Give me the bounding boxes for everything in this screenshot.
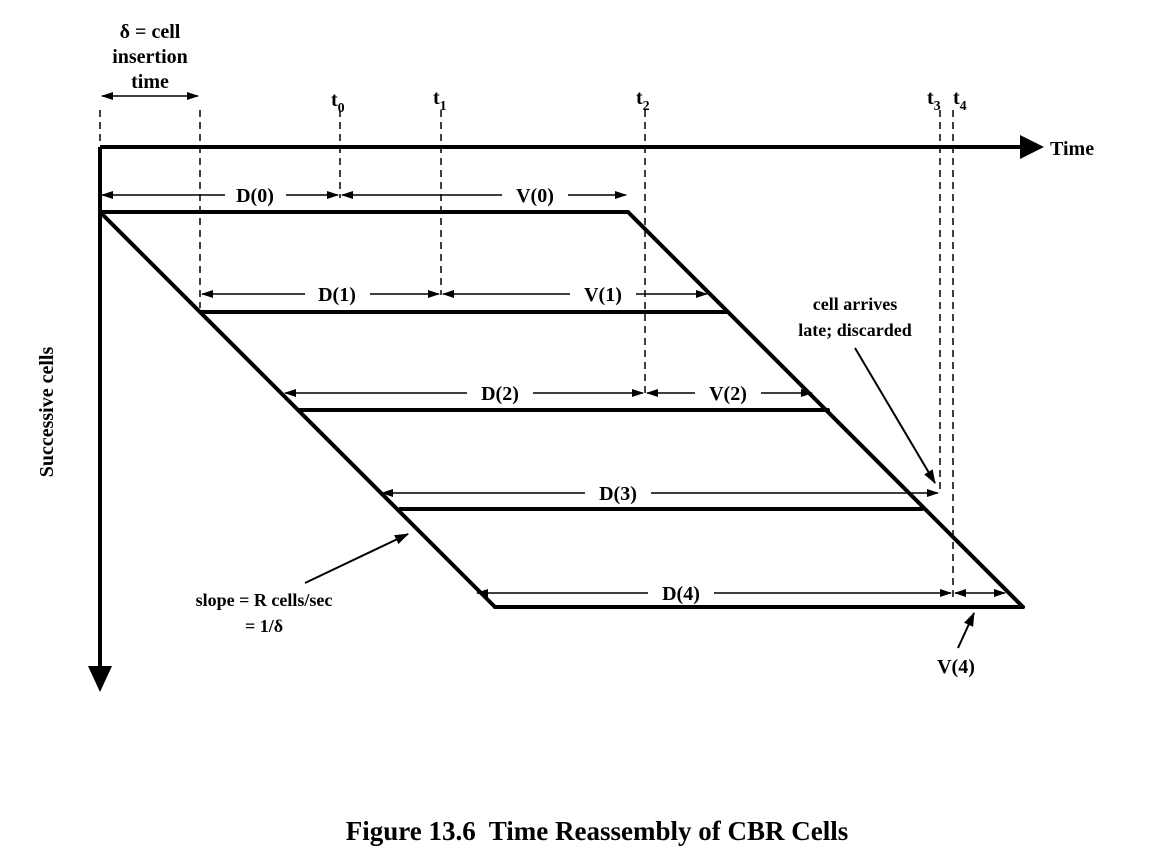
label-d2: D(2)	[481, 383, 519, 405]
time-mark-t3: t3	[927, 87, 941, 114]
label-d0: D(0)	[236, 185, 274, 207]
label-d4: D(4)	[662, 583, 700, 605]
slope-note-line1: slope = R cells/sec	[196, 590, 333, 610]
v4-note-pointer	[957, 612, 975, 649]
time-axis-arrowhead	[1020, 135, 1044, 159]
label-v2: V(2)	[709, 383, 747, 405]
cells-axis-arrowhead	[88, 666, 112, 692]
time-mark-t4: t4	[953, 87, 967, 114]
slope-note-pointer	[304, 533, 409, 584]
interval-arrows	[101, 92, 1006, 597]
reference-lines	[99, 110, 954, 598]
pointer-arrows	[304, 347, 975, 649]
cell-parallelogram	[98, 210, 1025, 609]
label-v1: V(1)	[584, 284, 622, 306]
late-note-pointer	[854, 347, 936, 484]
late-note-line1: cell arrives	[813, 294, 897, 314]
time-axis-label: Time	[1050, 138, 1094, 160]
cells-axis-label: Successive cells	[36, 347, 58, 478]
left-slope-edge	[98, 210, 497, 609]
time-mark-t2: t2	[636, 87, 650, 114]
label-v0: V(0)	[516, 185, 554, 207]
label-v4: V(4)	[937, 656, 975, 678]
axes	[98, 145, 1025, 668]
time-mark-t1: t1	[433, 87, 447, 114]
delta-label-line1: δ = cell	[120, 21, 181, 43]
label-d3: D(3)	[599, 483, 637, 505]
label-d1: D(1)	[318, 284, 356, 306]
delta-label-line2: insertion	[112, 46, 188, 68]
late-note-line2: late; discarded	[798, 320, 911, 340]
time-mark-t0: t0	[331, 89, 345, 116]
delta-label-line3: time	[131, 71, 169, 93]
slope-note-line2: = 1/δ	[245, 616, 283, 636]
figure-caption: Figure 13.6 Time Reassembly of CBR Cells	[346, 816, 848, 846]
